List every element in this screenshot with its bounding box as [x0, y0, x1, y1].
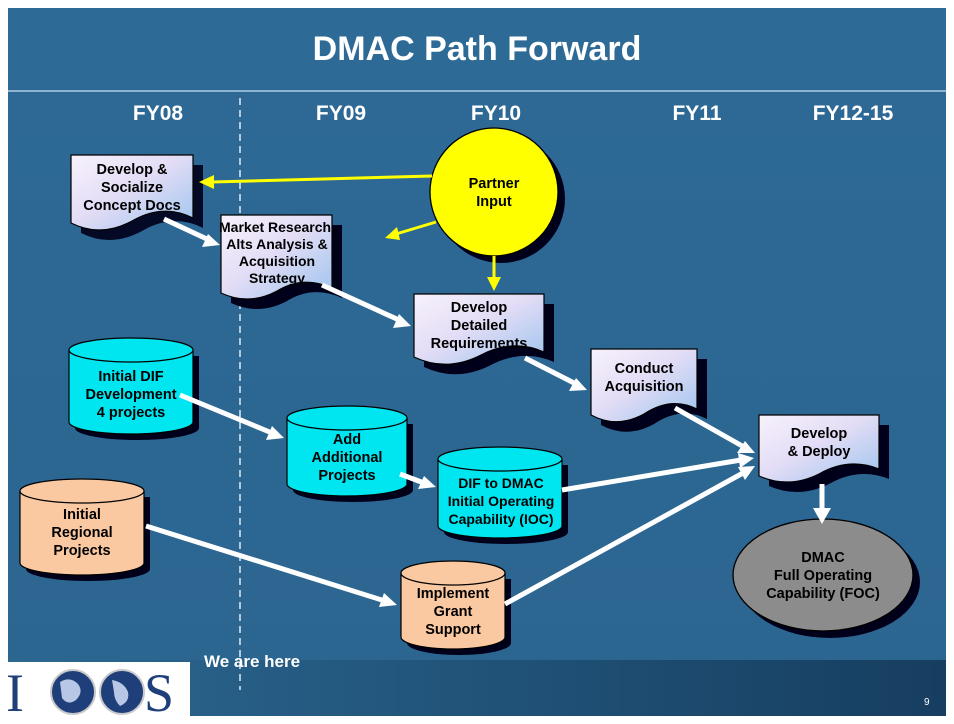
- node-line: Acquisition: [604, 379, 684, 395]
- node-line: Initial DIF: [98, 369, 164, 385]
- arrow-dif-to-add: [179, 392, 284, 440]
- node-line: Grant: [433, 604, 473, 620]
- node-line: Capability (FOC): [766, 586, 880, 602]
- year-header-fy09: FY09: [315, 102, 367, 125]
- node-grant-support: Implement Grant Support: [401, 582, 505, 642]
- node-line: Development: [85, 387, 177, 403]
- arrow-deploy-to-foc: [813, 484, 831, 524]
- node-detailed-reqs-shape: [413, 293, 554, 375]
- flow-arrows: [145, 174, 831, 607]
- arrow-reqs-to-acq: [523, 355, 587, 391]
- node-market-research-shape: [220, 214, 342, 310]
- node-line: Requirements: [430, 336, 528, 352]
- node-line: Additional: [311, 450, 383, 466]
- node-line: Concept Docs: [83, 198, 181, 214]
- svg-text:I: I: [6, 663, 23, 723]
- node-line: Partner: [468, 176, 520, 192]
- node-line: Full Operating: [773, 568, 873, 584]
- node-initial-regional-shape: [19, 478, 150, 581]
- node-partner-input: Partner Input: [440, 170, 548, 216]
- we-are-here-label: We are here: [204, 652, 301, 671]
- node-develop-deploy-shape: [758, 414, 889, 493]
- node-line: & Deploy: [787, 444, 851, 460]
- node-dif-to-dmac: DIF to DMAC Initial Operating Capability…: [436, 470, 566, 532]
- node-partner-input-shape: [429, 127, 565, 263]
- node-dif-to-dmac-shape: [437, 446, 568, 544]
- arrow-grant-to-deploy: [503, 466, 755, 607]
- arrow-add-to-dif-dmac: [399, 471, 436, 489]
- node-line: DIF to DMAC: [458, 475, 544, 491]
- arrow-regional-to-grant: [145, 523, 397, 607]
- arrow-partner-to-reqs: [487, 256, 501, 291]
- arrow-dif-dmac-to-deploy: [561, 453, 754, 493]
- node-develop-concept-shape: [70, 154, 203, 241]
- node-line: Develop: [450, 300, 508, 316]
- arrow-concept-to-market: [162, 216, 220, 247]
- node-conduct-acq: Conduct Acquisition: [591, 354, 697, 402]
- node-line: Initial Operating: [447, 493, 555, 509]
- node-line: Support: [425, 622, 481, 638]
- node-line: Market Research,: [219, 219, 335, 235]
- node-initial-dif: Initial DIF Development 4 projects: [69, 362, 193, 428]
- arrow-partner-to-concept: [199, 174, 433, 189]
- page-number: 9: [924, 697, 930, 708]
- node-line: Add: [332, 432, 362, 448]
- node-detailed-reqs: Develop Detailed Requirements: [414, 296, 544, 356]
- node-add-projects-shape: [286, 405, 413, 502]
- node-line: Capability (IOC): [448, 511, 554, 527]
- slide-title: DMAC Path Forward: [312, 30, 642, 68]
- title-band: DMAC Path Forward: [8, 8, 946, 92]
- node-line: Conduct: [614, 361, 674, 377]
- node-dmac-foc: DMAC Full Operating Capability (FOC): [743, 548, 903, 604]
- year-header-fy10: FY10: [470, 102, 522, 125]
- year-header-fy11: FY11: [672, 102, 722, 125]
- node-line: Strategy: [248, 270, 305, 286]
- node-line: Projects: [53, 543, 111, 559]
- year-header-fy08: FY08: [132, 102, 184, 125]
- node-line: DMAC: [801, 550, 845, 566]
- node-line: Detailed: [450, 318, 508, 334]
- node-dmac-foc-shape: [732, 518, 920, 638]
- node-develop-concept: Develop & Socialize Concept Docs: [71, 160, 193, 216]
- arrow-partner-to-market: [385, 220, 437, 240]
- node-line: Input: [476, 194, 512, 210]
- node-line: Develop: [790, 426, 848, 442]
- node-add-projects: Add Additional Projects: [287, 428, 407, 488]
- node-initial-regional: Initial Regional Projects: [20, 501, 144, 565]
- year-header-fy12-15: FY12-15: [812, 102, 894, 125]
- node-line: Regional: [51, 525, 113, 541]
- arrow-market-to-reqs: [320, 282, 411, 328]
- svg-text:S: S: [144, 663, 174, 723]
- node-grant-support-shape: [400, 560, 511, 655]
- node-develop-deploy: Develop & Deploy: [759, 420, 879, 466]
- node-line: Projects: [318, 468, 376, 484]
- ioos-logo-graphic: I S: [0, 662, 190, 724]
- node-line: Socialize: [100, 180, 164, 196]
- node-initial-dif-shape: [68, 337, 199, 440]
- arrow-acq-to-deploy: [673, 405, 755, 453]
- node-line: Initial: [63, 507, 101, 523]
- node-market-research: Market Research, Alts Analysis & Acquisi…: [218, 215, 336, 291]
- node-line: 4 projects: [96, 405, 166, 421]
- node-line: Acquisition: [238, 253, 316, 269]
- node-line: Alts Analysis &: [226, 236, 328, 252]
- node-line: Develop &: [96, 162, 168, 178]
- node-line: Implement: [416, 586, 490, 602]
